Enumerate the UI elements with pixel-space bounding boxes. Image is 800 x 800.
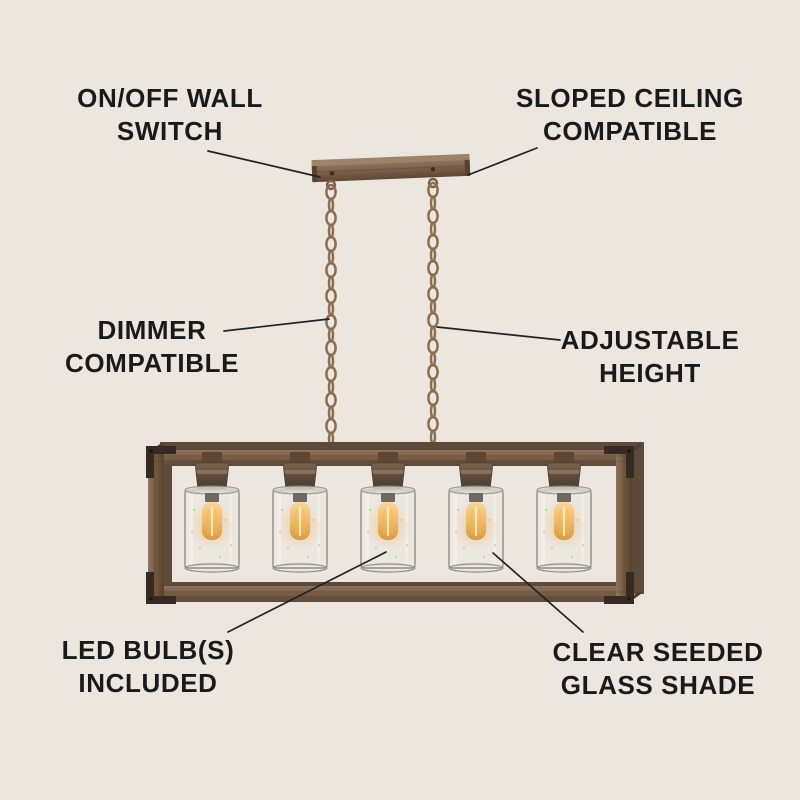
label-sloped-ceiling: SLOPED CEILING COMPATIBLE	[516, 83, 744, 147]
label-adjustable: ADJUSTABLE HEIGHT	[560, 325, 740, 389]
leader-dimmer	[223, 318, 330, 332]
chain-right	[427, 181, 439, 445]
canopy-hook-right	[427, 177, 439, 189]
glass-shade-fixtures	[184, 452, 592, 573]
label-dimmer: DIMMER COMPATIBLE	[64, 315, 240, 379]
wood-frame	[146, 442, 644, 604]
chain-left	[325, 183, 337, 447]
leader-wall-switch	[207, 150, 321, 178]
leader-adjustable	[436, 326, 561, 341]
shade-fixture	[360, 452, 416, 573]
ceiling-canopy	[311, 153, 471, 183]
shade-fixture	[272, 452, 328, 573]
leader-led-bulb	[227, 551, 387, 633]
leader-sloped-ceiling	[467, 147, 538, 176]
shade-fixture	[448, 452, 504, 573]
label-led-bulb: LED BULB(S) INCLUDED	[61, 635, 235, 699]
leader-lines	[207, 147, 584, 633]
label-wall-switch: ON/OFF WALL SWITCH	[77, 83, 263, 147]
shade-fixture	[184, 452, 240, 573]
corner-brackets	[146, 446, 634, 604]
label-glass-shade: CLEAR SEEDED GLASS SHADE	[552, 637, 764, 701]
canopy-hook-left	[325, 179, 337, 191]
shade-fixture	[536, 452, 592, 573]
leader-glass-shade	[492, 552, 584, 633]
